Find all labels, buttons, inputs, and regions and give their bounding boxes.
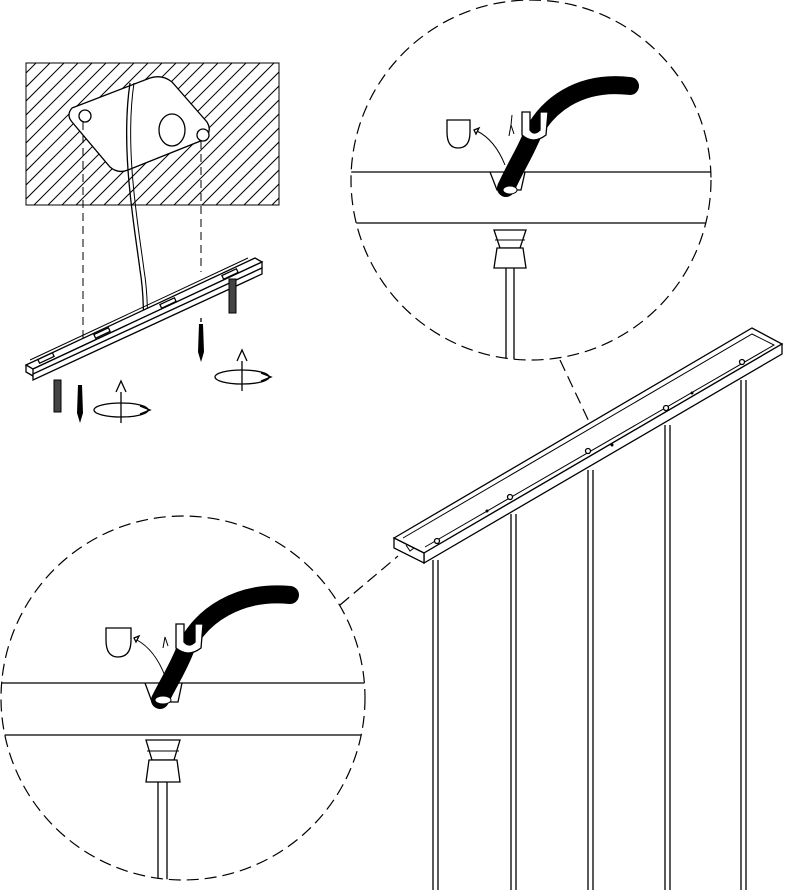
hatch-line: [145, 71, 279, 205]
hatch-line: [26, 63, 135, 172]
mounting-bracket: [24, 257, 264, 382]
hatch-line: [159, 85, 279, 205]
cable-clip-icon: [521, 111, 549, 141]
plate-hole-right: [196, 128, 210, 142]
ceiling-surface: [25, 62, 280, 206]
hatch-line: [271, 197, 279, 205]
hatch-line: [0, 63, 8, 205]
wall-anchor-icon: [228, 278, 237, 314]
hatch-line: [26, 63, 107, 144]
hatch-line: [26, 63, 93, 130]
hatch-line: [173, 99, 279, 205]
ceiling-hatch: [0, 63, 456, 205]
detail-leader-bottom: [339, 555, 399, 606]
hatch-line: [215, 141, 279, 205]
screw-icon: [77, 385, 83, 423]
plate-hole-left: [78, 109, 92, 123]
hatch-line: [243, 169, 279, 205]
hatch-line: [26, 63, 79, 116]
ceiling-mounting-step: [0, 62, 456, 423]
wall-anchor-icon: [53, 379, 62, 413]
detail-circle-outline: [350, 0, 712, 361]
plate-center-hole: [158, 113, 186, 147]
screw-icon: [198, 318, 204, 362]
hatch-line: [26, 63, 121, 158]
detail-circle-bottom: [0, 515, 399, 881]
rotate-arrow-icon: [214, 348, 273, 391]
hatch-line: [201, 127, 279, 205]
detail-circle-outline: [0, 515, 366, 881]
cable-clip-icon: [175, 623, 204, 654]
hatch-line: [300, 63, 442, 205]
detail-circle-top: [350, 0, 712, 446]
canopy-bar-icon: [392, 327, 784, 565]
supply-cable: [126, 82, 146, 323]
hatch-line: [0, 63, 22, 205]
hatch-line: [187, 113, 279, 205]
hatch-line: [26, 63, 149, 186]
hatch-line: [314, 63, 456, 205]
rotate-arrow-icon: [93, 379, 152, 423]
cap-piece: [446, 119, 471, 149]
strain-relief-icon: [145, 739, 181, 880]
cap-piece: [105, 627, 132, 658]
hatch-line: [229, 155, 279, 205]
strain-relief-icon: [493, 229, 527, 360]
suspension-rod-icon: [432, 380, 747, 890]
hatch-line: [26, 63, 65, 102]
hatch-line: [286, 63, 428, 205]
